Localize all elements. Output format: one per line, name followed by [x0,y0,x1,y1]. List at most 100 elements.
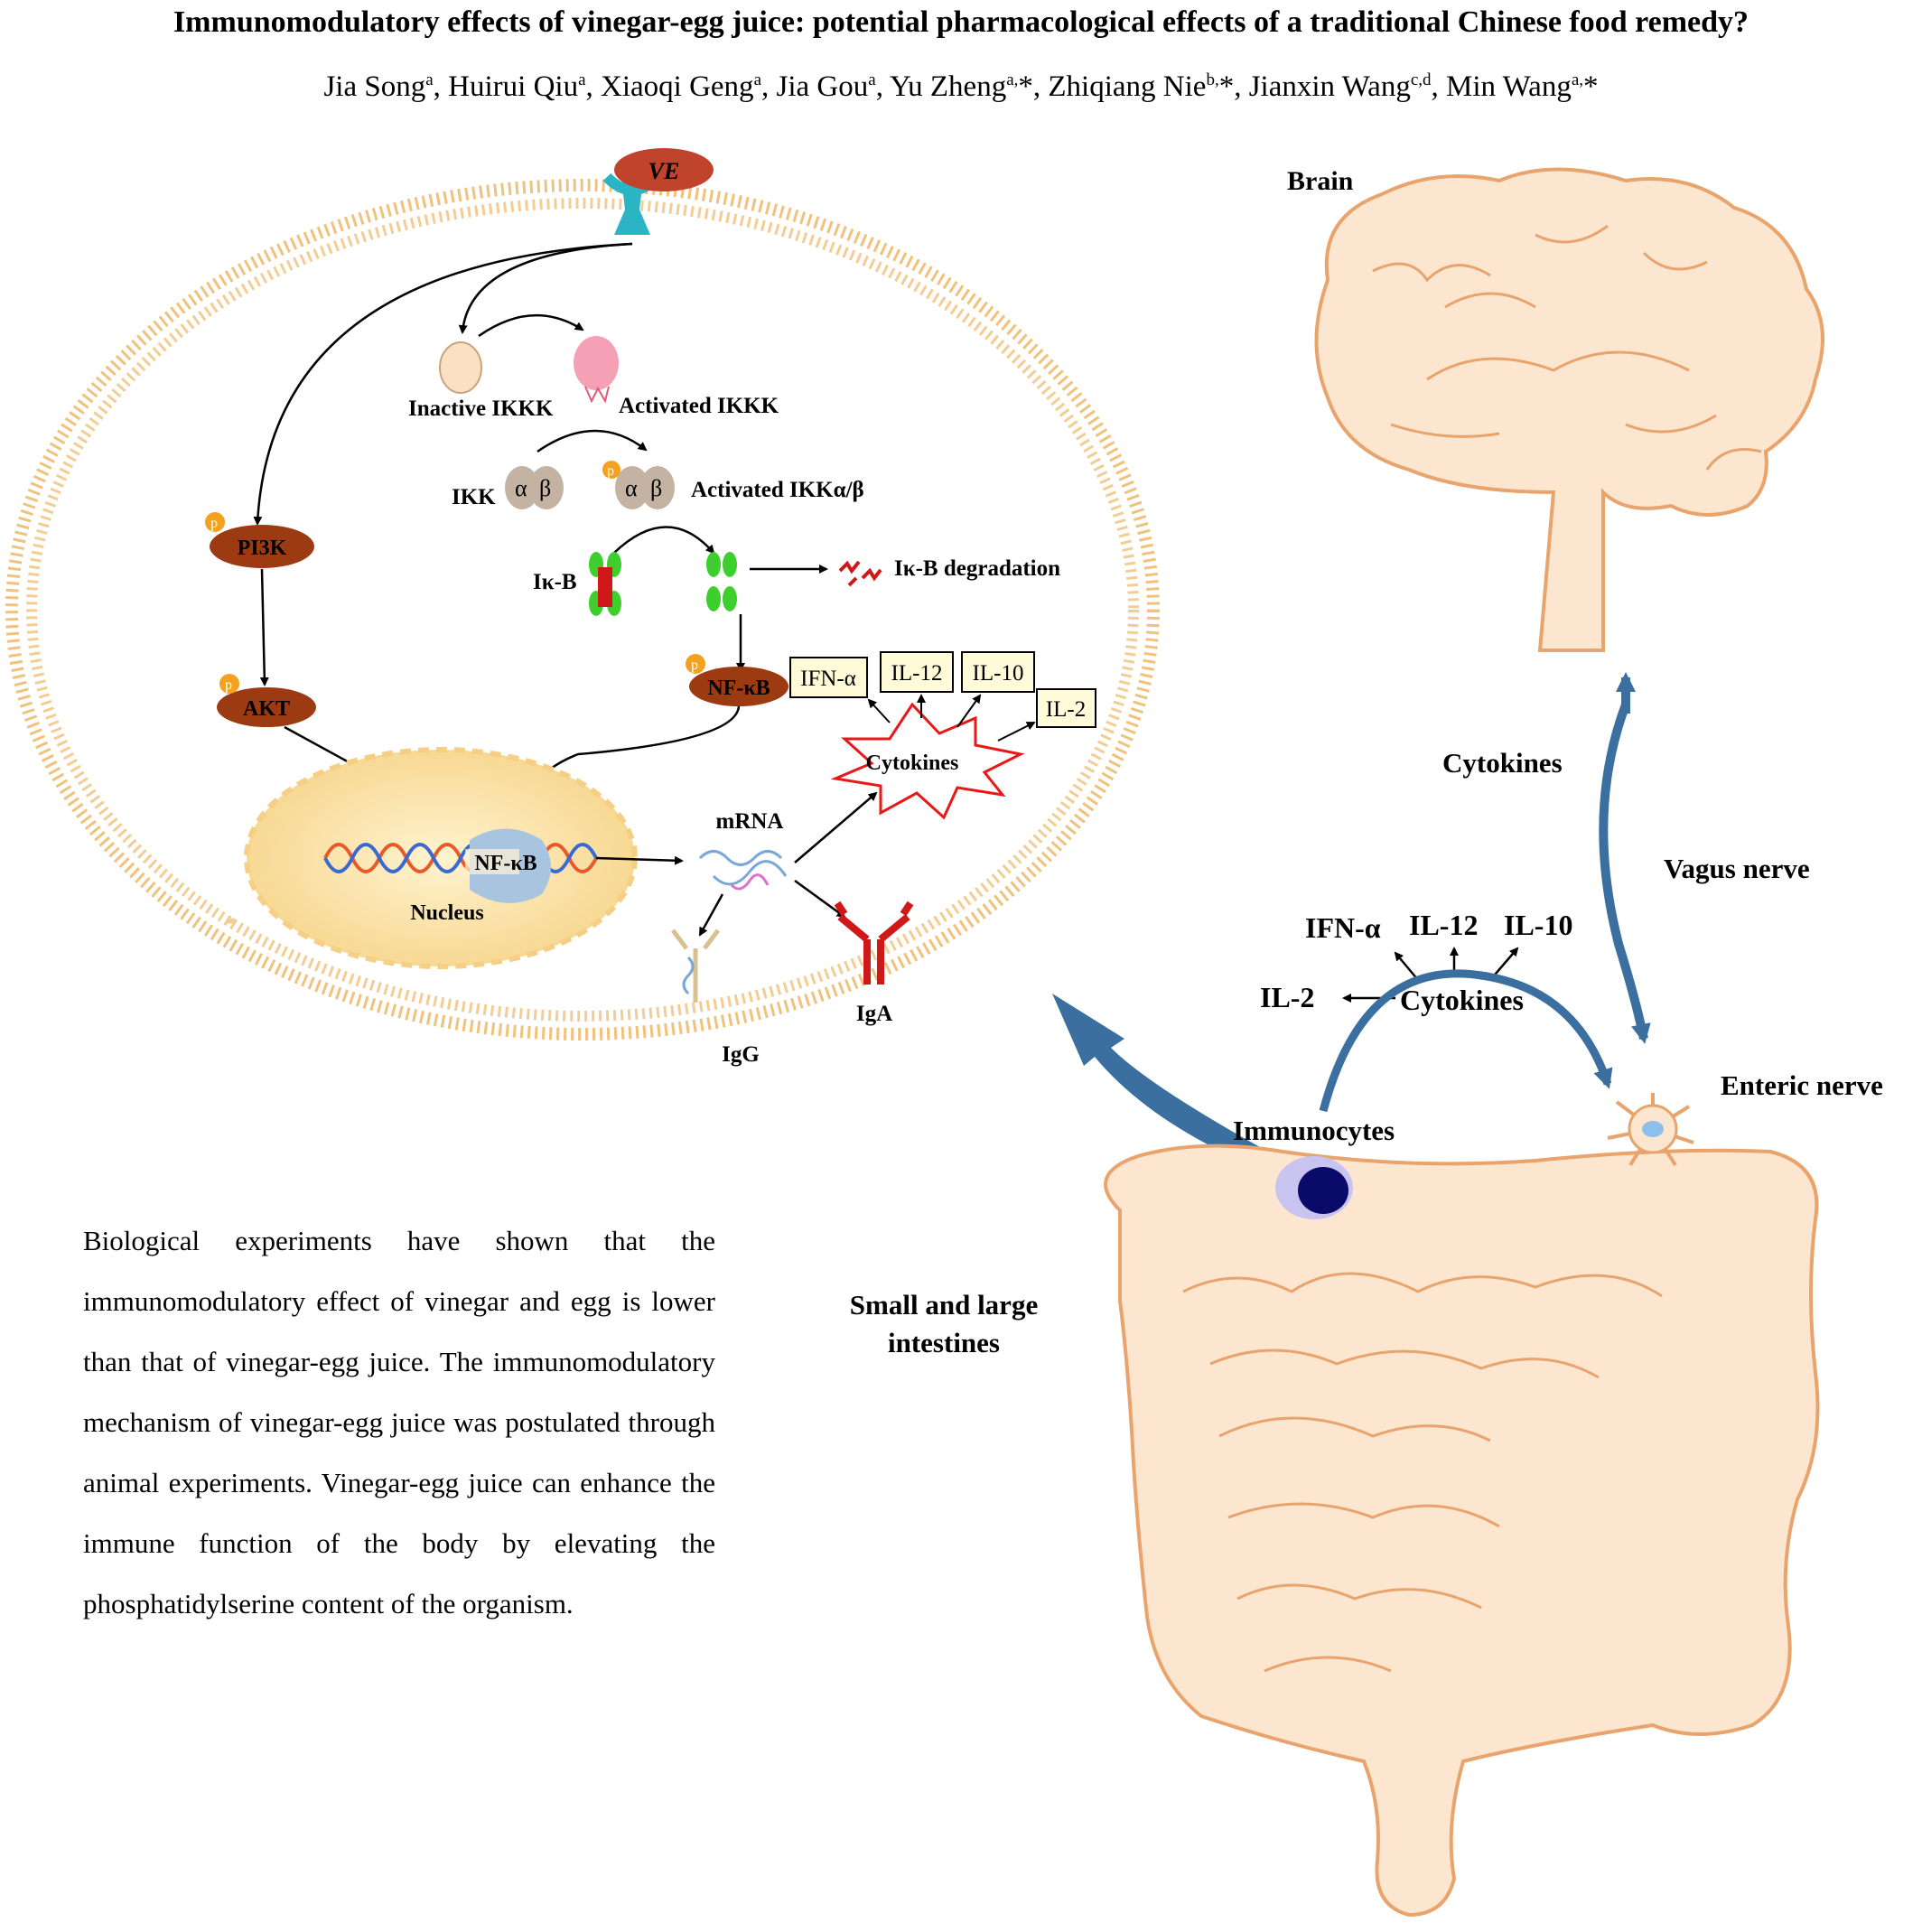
summary-paragraph: Biological experiments have shown that t… [83,1225,715,1619]
inactive-ikkk-shape [439,341,482,394]
akt-node [217,687,316,727]
phospho-nfkb [686,654,705,674]
body-il2-label: IL-2 [1260,981,1314,1013]
cytokine-burst-label: Cytokines [866,751,959,775]
nucleus-shape [244,747,638,969]
immunocyte-to-cell-arrow [1052,994,1260,1165]
brain-label: Brain [1287,166,1354,196]
nfkb-nucleus-label: NF-κB [474,852,536,875]
phospho-pi3k-p: p [210,516,218,531]
author-affiliation: b, [1206,70,1219,89]
iga-label: IgA [856,1002,892,1026]
mrna-shape [698,850,788,886]
pi3k-label: PI3K [238,537,287,560]
author-name: Min Wanga,* [1446,70,1599,103]
arrow-ikkk-activation [478,313,584,338]
page-title: Immunomodulatory effects of vinegar-egg … [173,5,1749,39]
ve-label: VE [648,158,680,184]
phospho-ikk-p: p [607,463,614,479]
nfkb-node [689,667,788,706]
cell-membrane-outer [5,179,1160,1041]
activated-ikkk-label: Activated IKKK [619,394,779,418]
act-ikk-beta: β [650,475,662,501]
phospho-akt [219,674,239,694]
nucleus-label: Nucleus [410,901,483,925]
author-affiliation: a [425,70,434,89]
body-cytokines-label: Cytokines [1400,984,1524,1016]
arrow-pi3k-to-akt [259,568,269,686]
intestines-label-2: intestines [888,1327,1000,1358]
degradation-fragments [838,560,882,587]
author-name: Xiaoqi Genga [601,70,761,103]
ikb-degradation-label: Iκ-B degradation [894,556,1060,581]
author-affiliation: c,d [1410,70,1432,89]
cytokine-box-il10-label: IL-10 [973,661,1024,686]
activated-ikkk-shape [574,336,619,390]
cytokine-box-il10 [961,651,1035,693]
cytokine-box-ifn [789,657,868,698]
released-nfkb-shape [706,552,737,611]
author-name: Huirui Qiua [448,70,586,103]
arrow-mrna-to-igg [698,893,724,937]
author-name: Jianxin Wangc,d [1248,70,1432,103]
phospho-ikk [602,461,620,479]
cytokine-boxes: IFN-α IL-12 IL-10 IL-2 [789,651,1096,728]
ikk-label: IKK [452,485,496,509]
phospho-pi3k [205,512,225,532]
cytokine-box-ifn-label: IFN-α [800,667,856,691]
ikb-complex-shape [589,552,621,616]
ikk-alpha: α [515,475,527,501]
author-affiliation: a [753,70,761,89]
author-name: Jia Songa [323,70,434,103]
immunocytes-label: Immunocytes [1233,1115,1395,1146]
body-il12-label: IL-12 [1409,909,1478,941]
ikk-beta-shape [529,466,564,509]
body-il10-label: IL-10 [1504,909,1572,941]
cytokines-vertical-label: Cytokines [1442,747,1563,779]
intestines-label-1: Small and large [850,1289,1038,1321]
vagus-nerve-label: Vagus nerve [1664,853,1810,884]
immunocyte-to-enteric-arrow [1319,969,1613,1113]
cytokine-box-il12 [880,651,954,693]
immunocyte-nucleus [1298,1167,1348,1214]
igg-label: IgG [722,1042,760,1067]
phospho-akt-p: p [225,677,232,693]
inactive-ikkk-label: Inactive IKKK [408,397,554,421]
arrow-mrna-to-iga [794,879,846,919]
arrow-mrna-to-cytokines [794,791,878,863]
act-ikk-alpha: α [625,475,638,501]
cell-membrane-inner [26,198,1139,1022]
arrow-to-pi3k [253,242,633,526]
author-affiliation: a [578,70,586,89]
act-ikk-alpha-shape [615,466,649,509]
brain-shape [1314,167,1824,652]
activated-ikk-label: Activated IKKα/β [691,478,864,502]
author-name: Jia Goua [776,70,876,103]
author-name: Zhiqiang Nieb,* [1048,70,1235,103]
ve-ligand [614,148,714,191]
mrna-label: mRNA [716,809,784,834]
brain [1314,167,1824,652]
ikk-alpha-shape [505,466,539,509]
arrow-to-mrna [595,855,684,865]
act-ikk-beta-shape [640,466,675,509]
cytokine-box-il12-label: IL-12 [891,661,943,686]
pi3k-node [210,525,314,568]
author-affiliation: a, [1571,70,1584,89]
ikk-beta: β [539,475,551,501]
enteric-nerve-label: Enteric nerve [1721,1069,1883,1101]
arrow-to-ikkk [458,242,633,334]
cytokine-box-il2 [1036,688,1096,728]
nfkb-node-label: NF-κB [707,677,770,700]
cell: VE Inactive IKKK Activated IKKK IKK α β … [5,148,1160,1067]
body-ifn-label: IFN-α [1305,911,1381,944]
author-list: Jia Songa, Huirui Qiua, Xiaoqi Genga, Ji… [323,70,1599,103]
phospho-nfkb-p: p [691,658,698,673]
arrow-ikk-activation [536,429,648,453]
igg-shape [671,929,720,1003]
enteric-neuron [1607,1093,1694,1167]
cytokine-box-il2-label: IL-2 [1046,697,1086,722]
intestines [1104,1143,1820,1918]
iga-shape [834,901,914,985]
